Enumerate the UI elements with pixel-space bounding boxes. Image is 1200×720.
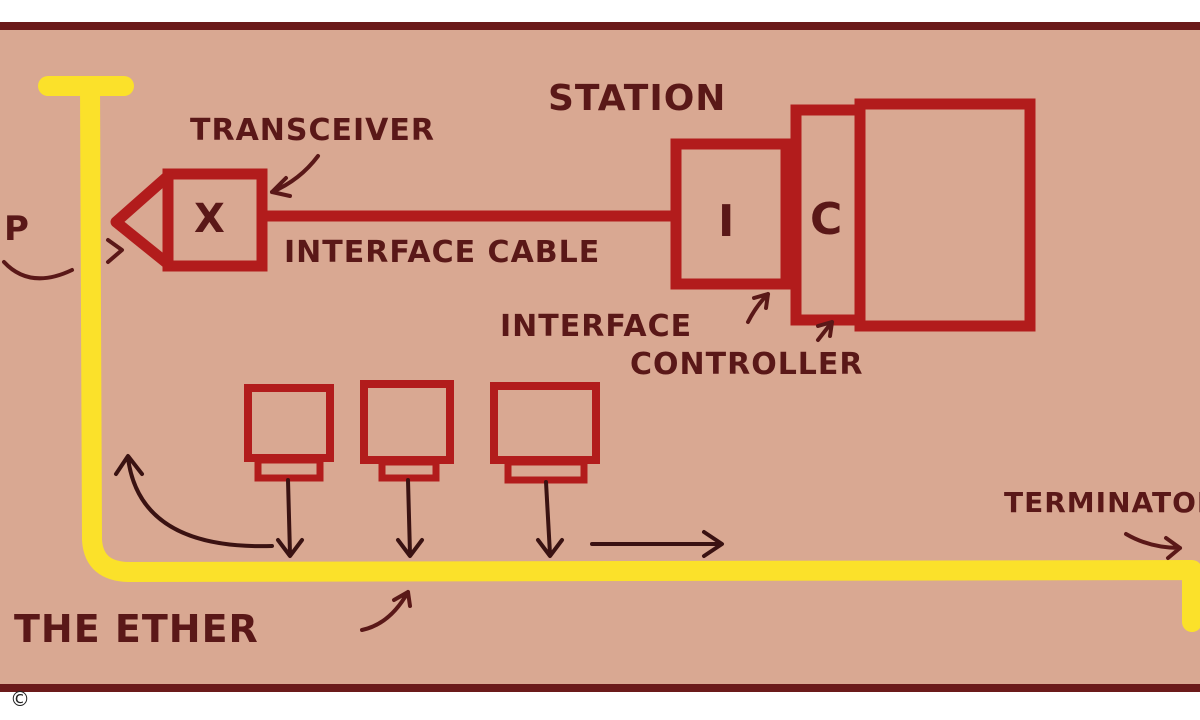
copyright-mark: © (10, 687, 30, 711)
controller-box-letter: C (810, 194, 843, 245)
terminator-label: TERMINATOR (1004, 486, 1200, 519)
station-computer-box (854, 98, 1036, 332)
interface-box-letter: I (718, 196, 735, 247)
ether-pointer-arrow (360, 590, 412, 632)
interface-controller-label-line2: CONTROLLER (630, 347, 864, 382)
paper-background (0, 22, 1200, 690)
ether-cable (38, 76, 1200, 632)
station-2-arrow (396, 478, 424, 558)
the-ether-label: THE ETHER (14, 607, 259, 651)
transceiver-pointer-arrow (270, 154, 320, 198)
station-3-arrow (536, 480, 564, 558)
interface-box (670, 138, 792, 290)
station-2-base (378, 458, 440, 482)
controller-pointer-arrow (816, 320, 834, 342)
transceiver-tap-triangle (110, 170, 174, 270)
transceiver-box-letter: X (194, 196, 226, 242)
interface-controller-label-line1: INTERFACE (500, 309, 692, 344)
tap-label-fragment: P (4, 209, 30, 249)
interface-pointer-arrow (746, 292, 770, 324)
station-1-base (254, 456, 324, 482)
propagation-arrow-left (114, 454, 274, 549)
transceiver-label: TRANSCEIVER (190, 113, 435, 148)
tap-arrow (2, 260, 74, 281)
interface-cable-label: INTERFACE CABLE (284, 235, 600, 270)
station-label: STATION (548, 78, 726, 119)
tap-arrow-head (106, 238, 124, 264)
terminator-pointer-arrow (1124, 532, 1182, 560)
station-1-arrow (276, 478, 304, 558)
propagation-arrow-right (590, 530, 724, 558)
